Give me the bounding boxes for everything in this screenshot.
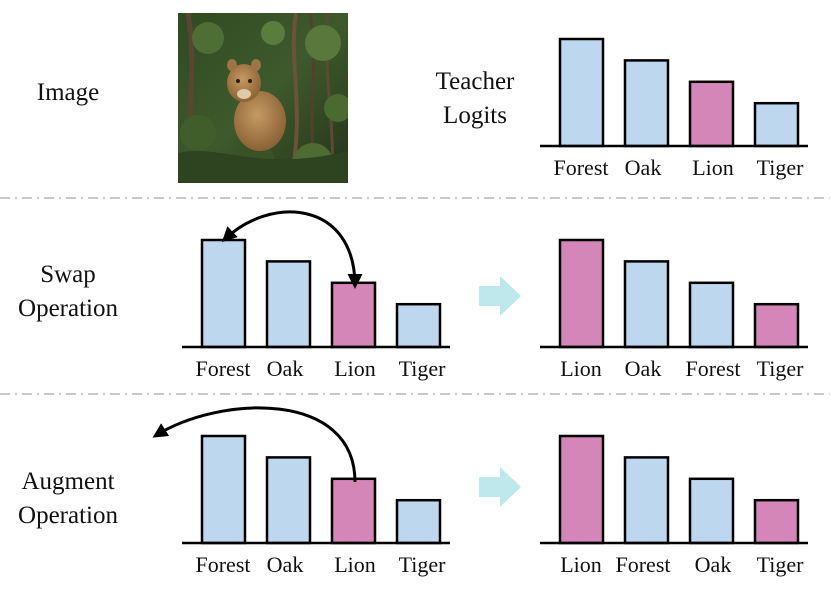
augment-label-line-1: Augment <box>21 468 115 495</box>
bar-augment-after-tiger <box>753 498 800 545</box>
bar-chart-teacher: Forest Oak Lion Tiger <box>540 37 808 180</box>
bar-augment-after-lion <box>558 434 605 545</box>
bar-swap-before-tiger <box>395 302 442 349</box>
tick-label-swap-before-1: Oak <box>267 356 304 381</box>
tick-label-augment-after-2: Oak <box>695 552 732 577</box>
augment-label-line-2: Operation <box>18 502 118 529</box>
transition-arrow-augment-icon <box>479 467 521 507</box>
tick-label-augment-before-3: Tiger <box>399 552 447 577</box>
bar-swap-after-oak <box>623 260 670 349</box>
lion-in-forest-image <box>178 13 348 183</box>
augment-arrow-icon <box>152 406 357 483</box>
bar-teacher-forest <box>558 37 605 148</box>
tick-label-swap-after-0: Lion <box>560 356 602 381</box>
tick-label-teacher-1: Oak <box>625 155 662 180</box>
tick-label-augment-after-3: Tiger <box>757 552 805 577</box>
swap-arrow-icon <box>221 210 363 289</box>
bar-augment-before-oak <box>265 456 312 545</box>
teacher-label-line-2: Logits <box>443 102 507 129</box>
tick-label-augment-before-2: Lion <box>334 552 376 577</box>
bar-teacher-oak <box>623 59 670 148</box>
tick-label-swap-after-3: Tiger <box>757 356 805 381</box>
bar-chart-augment-after: Lion Forest Oak Tiger <box>540 434 808 577</box>
swap-label-line-1: Swap <box>40 261 96 288</box>
bar-augment-before-tiger <box>395 498 442 545</box>
bar-swap-before-lion <box>330 281 377 349</box>
transition-arrow-swap-icon <box>479 276 521 316</box>
bar-teacher-lion <box>688 80 735 148</box>
bar-chart-augment-before: Forest Oak Lion Tiger <box>182 434 450 577</box>
lion-photo <box>178 13 348 183</box>
tick-label-augment-after-1: Forest <box>616 552 671 577</box>
row-label-image: Image <box>18 76 118 110</box>
row-label-swap-operation: Swap Operation <box>0 258 136 326</box>
tick-label-augment-before-1: Oak <box>267 552 304 577</box>
bar-teacher-tiger <box>753 101 800 148</box>
image-label: Image <box>36 79 100 106</box>
tick-label-swap-before-2: Lion <box>334 356 376 381</box>
bar-chart-swap-before: Forest Oak Lion Tiger <box>182 238 450 381</box>
bar-swap-after-lion <box>558 238 605 349</box>
tick-label-teacher-2: Lion <box>692 155 734 180</box>
bar-swap-before-forest <box>200 238 247 349</box>
row-label-teacher-logits: Teacher Logits <box>415 65 535 133</box>
bar-swap-after-tiger <box>753 302 800 349</box>
tick-label-swap-before-3: Tiger <box>399 356 447 381</box>
teacher-label-line-1: Teacher <box>435 68 515 95</box>
bar-augment-after-oak <box>688 477 735 545</box>
bar-swap-after-forest <box>688 281 735 349</box>
tick-label-augment-before-0: Forest <box>196 552 251 577</box>
row-label-augment-operation: Augment Operation <box>0 465 136 533</box>
bar-swap-before-oak <box>265 260 312 349</box>
tick-label-teacher-3: Tiger <box>757 155 805 180</box>
bar-augment-after-forest <box>623 456 670 545</box>
swap-label-line-2: Operation <box>18 295 118 322</box>
bar-augment-before-lion <box>330 477 377 545</box>
tick-label-swap-after-2: Forest <box>686 356 741 381</box>
bar-chart-swap-after: Lion Oak Forest Tiger <box>540 238 808 381</box>
tick-label-teacher-0: Forest <box>554 155 609 180</box>
tick-label-swap-before-0: Forest <box>196 356 251 381</box>
bar-augment-before-forest <box>200 434 247 545</box>
tick-label-augment-after-0: Lion <box>560 552 602 577</box>
tick-label-swap-after-1: Oak <box>625 356 662 381</box>
